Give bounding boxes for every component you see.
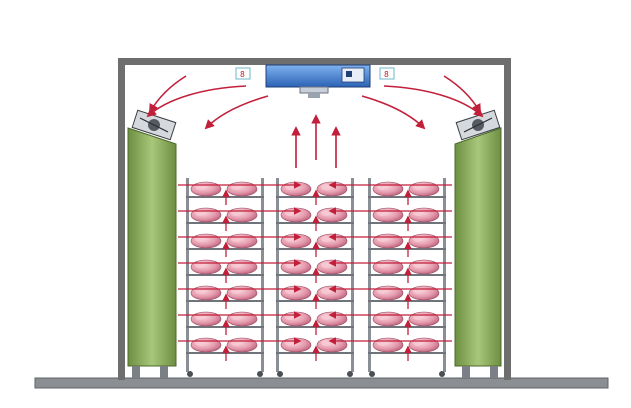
product-piece	[226, 233, 258, 249]
left-air-duct	[127, 127, 177, 367]
tier-airflow	[178, 337, 452, 361]
product-piece	[408, 337, 440, 353]
rack-shelf	[276, 274, 354, 276]
right-air-duct	[454, 127, 502, 367]
left-duct-leg-1	[132, 366, 140, 378]
rack-shelf	[186, 352, 264, 354]
tier-airflow	[178, 181, 452, 205]
left-duct-leg-2	[160, 366, 168, 378]
product-piece	[408, 233, 440, 249]
product-piece	[226, 181, 258, 197]
floor-slab	[34, 377, 609, 389]
product-piece	[280, 285, 312, 301]
tier-airflow	[178, 259, 452, 283]
product-piece	[316, 311, 348, 327]
rack-shelf	[186, 222, 264, 224]
product-piece	[280, 337, 312, 353]
product-piece	[316, 207, 348, 223]
product-piece	[408, 259, 440, 275]
tier-airflow	[178, 285, 452, 309]
rack-shelf	[186, 274, 264, 276]
product-piece	[316, 259, 348, 275]
product-piece	[190, 337, 222, 353]
product-piece	[372, 207, 404, 223]
rack-shelf	[368, 248, 446, 250]
product-piece	[372, 337, 404, 353]
rack-shelf	[186, 248, 264, 250]
right-vent: 8	[379, 67, 395, 80]
product-piece	[280, 181, 312, 197]
product-piece	[408, 285, 440, 301]
rack-shelf	[276, 352, 354, 354]
left-vent: 8	[235, 67, 251, 80]
rack-shelf	[186, 196, 264, 198]
center-rising-arrows	[291, 114, 341, 168]
room-frame-top	[118, 58, 511, 65]
product-piece	[190, 259, 222, 275]
product-piece	[280, 233, 312, 249]
product-piece	[372, 181, 404, 197]
product-piece	[226, 207, 258, 223]
tier-airflow	[178, 207, 452, 231]
product-piece	[372, 259, 404, 275]
rack-1	[186, 178, 264, 377]
tier-airflow	[178, 311, 452, 335]
product-piece	[372, 285, 404, 301]
top-airflow-arrows	[146, 75, 484, 130]
rack-shelf	[368, 326, 446, 328]
product-piece	[372, 233, 404, 249]
room-frame-right	[504, 58, 511, 380]
rack-shelf	[276, 248, 354, 250]
rack-shelf	[368, 196, 446, 198]
product-piece	[316, 181, 348, 197]
rack-shelf	[186, 300, 264, 302]
product-piece	[226, 337, 258, 353]
product-piece	[316, 337, 348, 353]
product-piece	[408, 311, 440, 327]
product-piece	[316, 285, 348, 301]
product-piece	[190, 285, 222, 301]
right-duct-leg-1	[462, 366, 470, 378]
product-piece	[408, 207, 440, 223]
rack-shelf	[276, 196, 354, 198]
rack-shelf	[368, 300, 446, 302]
right-vent-label: 8	[384, 70, 389, 79]
rack-shelf	[368, 222, 446, 224]
product-piece	[226, 259, 258, 275]
rack-shelf	[368, 274, 446, 276]
horizontal-airflow-arrows	[178, 181, 452, 361]
product-piece	[280, 207, 312, 223]
rack-shelf	[276, 326, 354, 328]
right-duct-leg-2	[490, 366, 498, 378]
room-frame-left	[118, 58, 125, 380]
product-piece	[190, 207, 222, 223]
product-piece	[226, 285, 258, 301]
heater-unit-icon	[265, 64, 371, 98]
product-piece	[190, 311, 222, 327]
product-piece	[280, 311, 312, 327]
product-piece	[408, 181, 440, 197]
rack-shelf	[276, 222, 354, 224]
product-piece	[190, 233, 222, 249]
left-vent-label: 8	[240, 70, 245, 79]
rack-shelf	[368, 352, 446, 354]
product-piece	[372, 311, 404, 327]
product-piece	[226, 311, 258, 327]
rack-2	[276, 178, 354, 377]
product-piece	[280, 259, 312, 275]
product-piece	[316, 233, 348, 249]
rack-shelf	[276, 300, 354, 302]
rack-3	[368, 178, 446, 377]
product-piece	[190, 181, 222, 197]
rack-shelf	[186, 326, 264, 328]
tier-airflow	[178, 233, 452, 257]
